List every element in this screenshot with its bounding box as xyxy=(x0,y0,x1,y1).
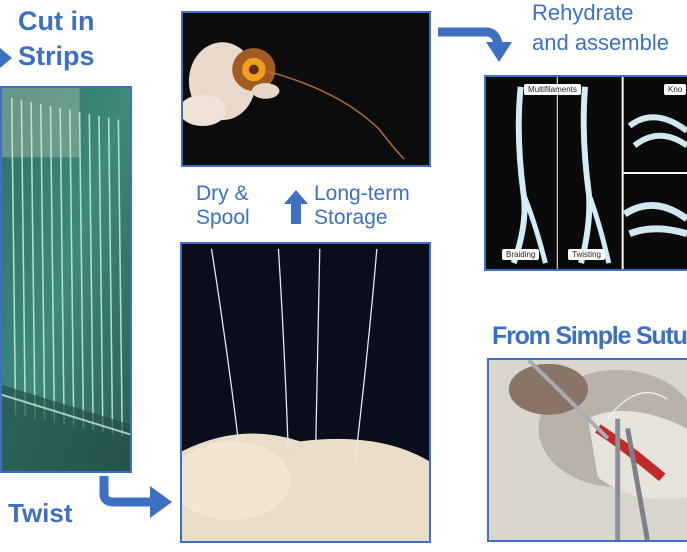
assembly-photo: Multifilaments Kno Braiding Twisting xyxy=(484,75,687,271)
cut-label-line2: Strips xyxy=(18,41,95,71)
tag-twisting: Twisting xyxy=(568,249,605,260)
tag-braiding: Braiding xyxy=(502,249,540,260)
cut-strips-photo xyxy=(0,86,132,473)
twist-label: Twist xyxy=(8,498,73,528)
storage-label-line1: Long-term xyxy=(314,182,410,205)
suture-label: From Simple Suture xyxy=(492,322,687,350)
rehydrate-label-line1: Rehydrate xyxy=(532,0,634,25)
storage-label-line2: Storage xyxy=(314,206,388,229)
storage-fibers-photo xyxy=(180,242,431,543)
cut-label-line1: Cut in xyxy=(18,6,95,36)
tag-knot: Kno xyxy=(664,84,687,95)
cut-arrow-icon xyxy=(0,48,12,68)
arrow-up-icon xyxy=(284,190,308,224)
dry-label-line2: Spool xyxy=(196,206,250,229)
tag-multifilaments: Multifilaments xyxy=(524,84,581,95)
spool-photo xyxy=(181,11,431,167)
suture-photo xyxy=(487,358,687,542)
dry-label-line1: Dry & xyxy=(196,182,249,205)
curved-arrow-right-down-icon xyxy=(438,27,512,62)
curved-arrow-right-icon xyxy=(99,476,172,518)
rehydrate-label-line2: and assemble xyxy=(532,30,669,55)
